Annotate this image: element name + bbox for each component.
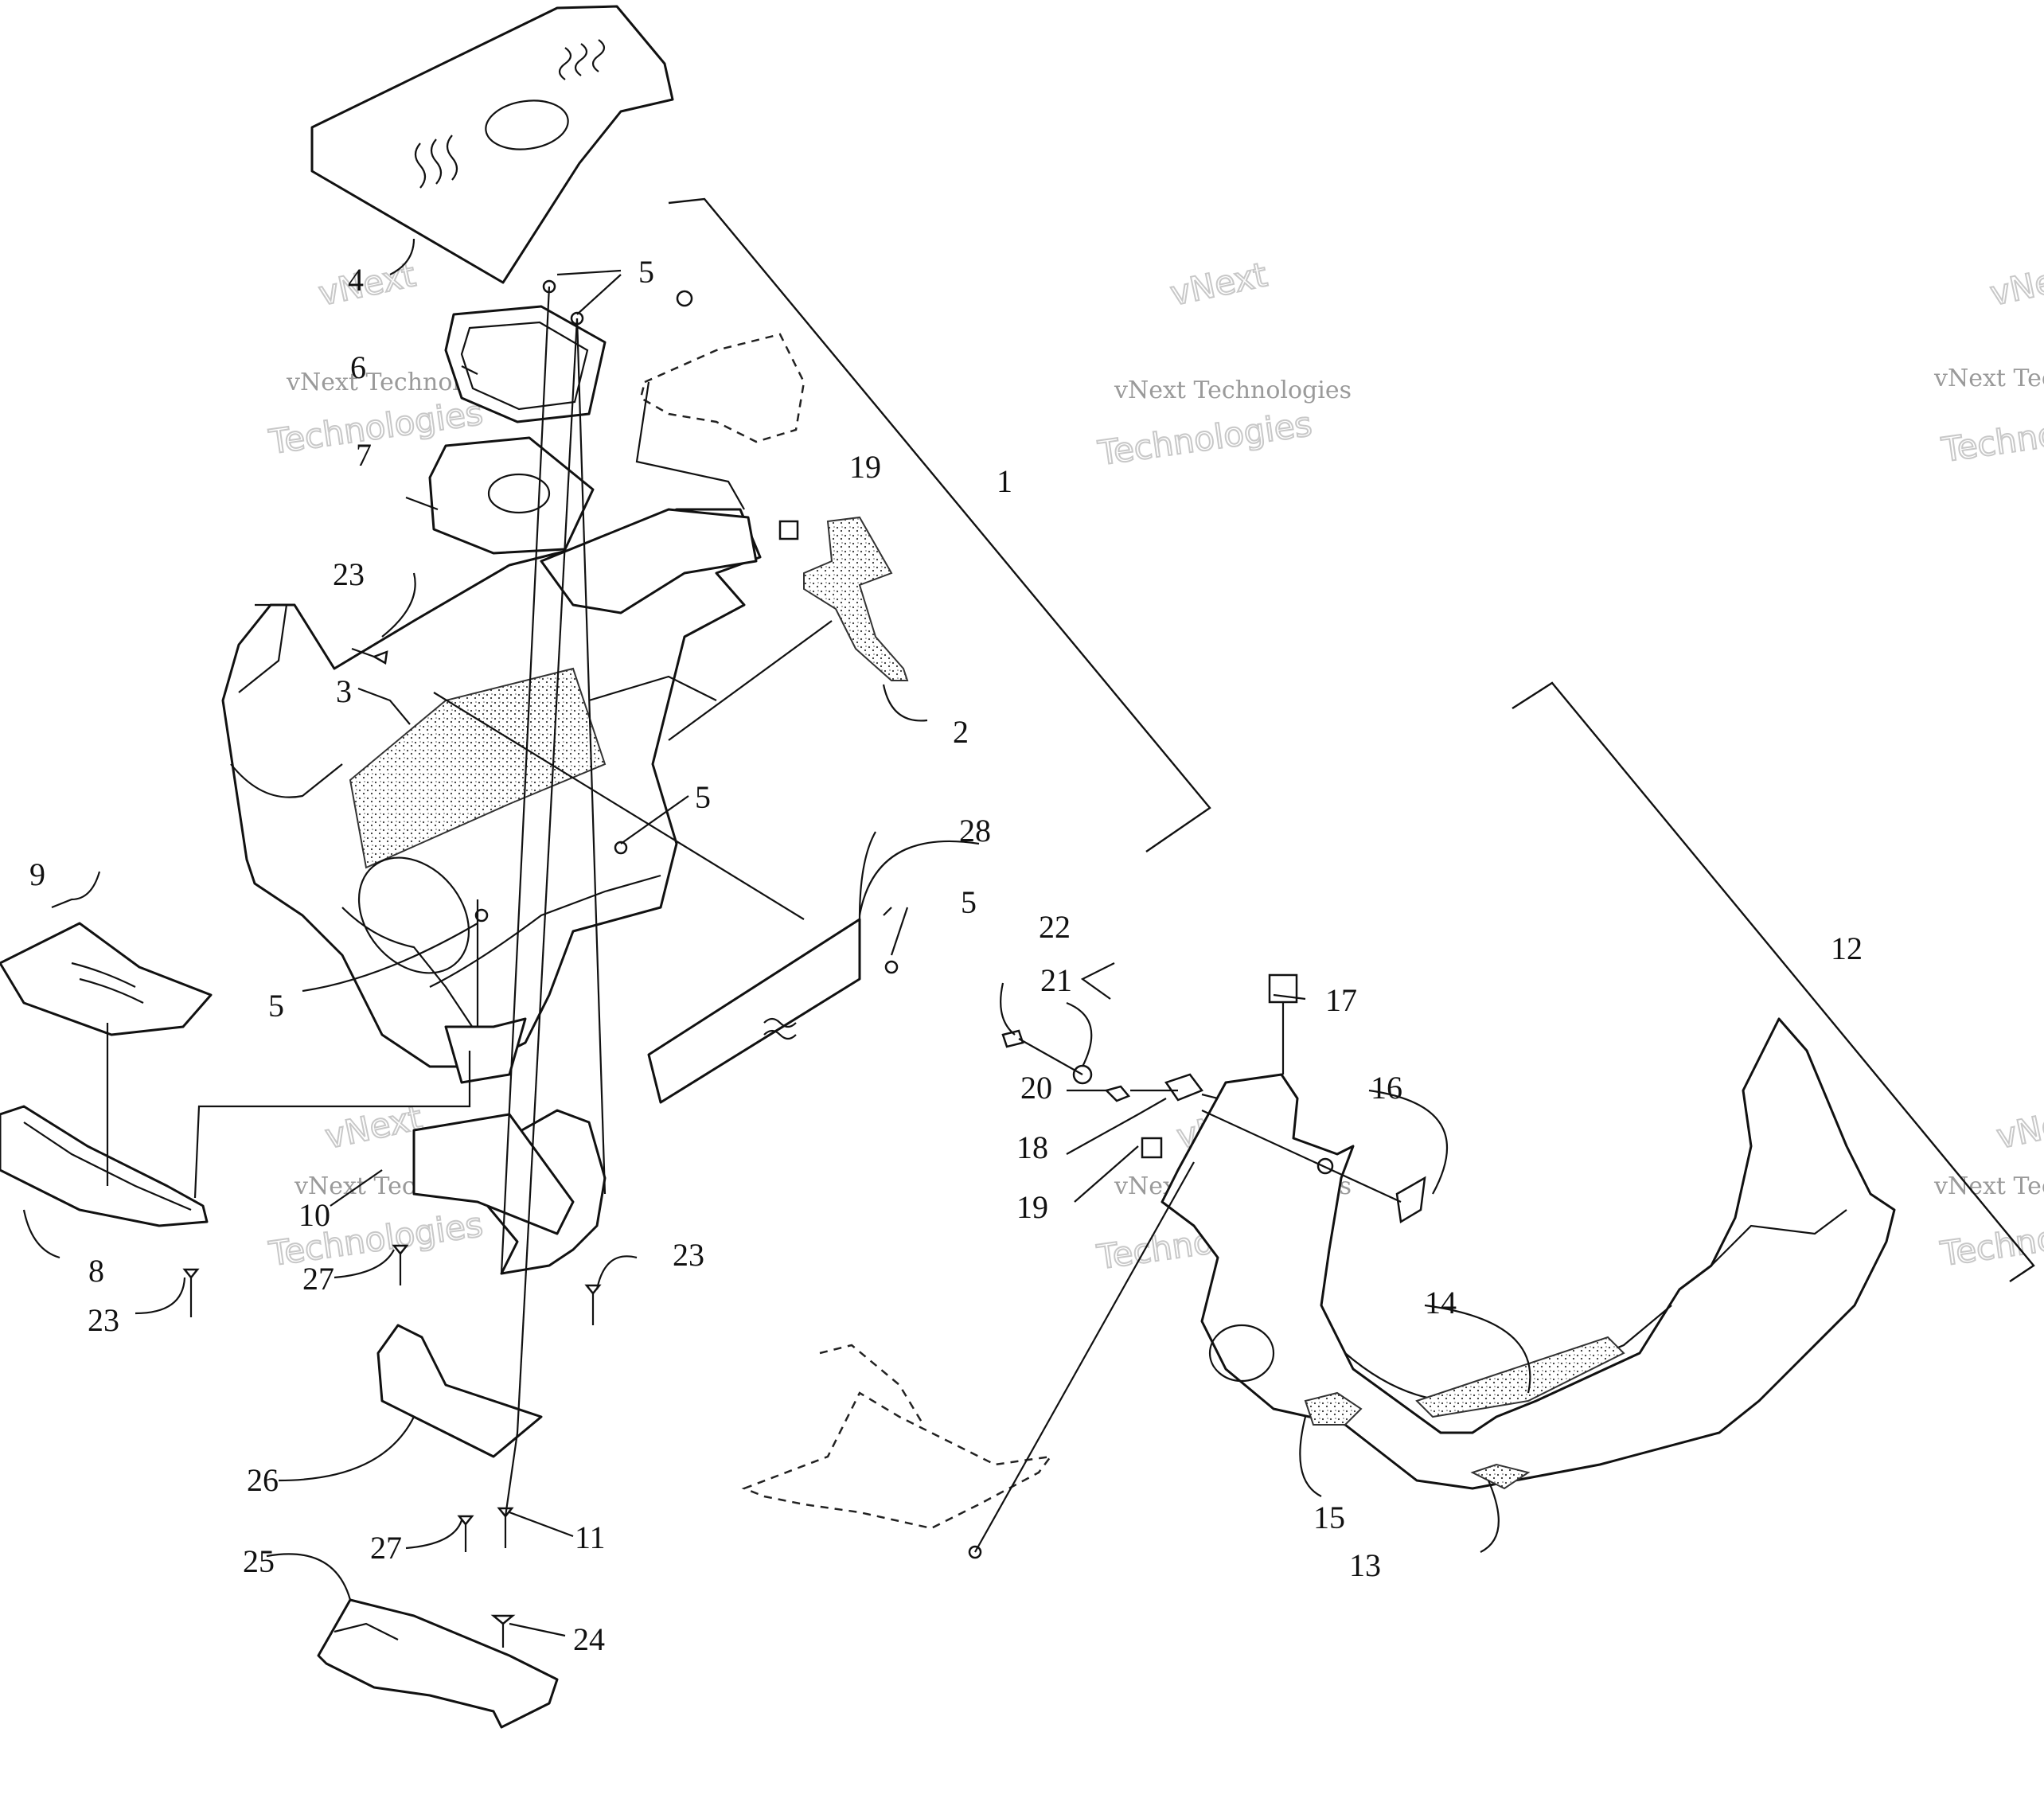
- callout-4: 4: [348, 262, 364, 298]
- part-9-pad: [0, 922, 213, 1036]
- watermark-name: vNext: [1167, 255, 1270, 313]
- washer-icon: [614, 841, 628, 855]
- clip-nut-icon: [1104, 1085, 1131, 1102]
- part-12-front-bumper: [1160, 1017, 1896, 1490]
- callout-25: 25: [243, 1543, 275, 1579]
- watermark-2: vNext vNext Technologies Technologies: [1094, 254, 1352, 474]
- callout-22: 22: [1039, 909, 1071, 945]
- watermark-name: vNext: [315, 255, 419, 313]
- rivet-icon: [182, 1268, 200, 1280]
- part-28-panel: [647, 918, 861, 1104]
- callout-26: 26: [247, 1462, 279, 1498]
- part-2-foam-block: [803, 516, 909, 681]
- callout-15: 15: [1313, 1500, 1345, 1535]
- callout-16: 16: [1371, 1070, 1402, 1106]
- screw-icon: [490, 1614, 516, 1625]
- bracket-assembly-1: [668, 197, 1211, 852]
- hinge-bracket: [639, 290, 806, 540]
- watermark-company: vNext Technologies: [1114, 376, 1352, 404]
- callout-19a: 19: [849, 449, 881, 485]
- part-26-mount-bracket: [376, 1324, 543, 1458]
- dashed-inner-bracket: [741, 1344, 1053, 1530]
- clip-nut-icon: [778, 520, 799, 540]
- assembly-lines: [106, 286, 1402, 1553]
- watermark-company: vNext Technologies: [1933, 1172, 2044, 1200]
- part-4-top-panel: [310, 5, 674, 284]
- callout-6: 6: [350, 349, 366, 385]
- washer-icon: [884, 960, 899, 974]
- rivet-icon: [584, 1284, 602, 1296]
- part-10-lower-bracket: [412, 1109, 607, 1275]
- callout-27a: 27: [302, 1261, 334, 1297]
- clip-nut-icon: [1268, 973, 1298, 1004]
- callout-23b: 23: [673, 1237, 704, 1273]
- watermark-company: vNext Technologies: [1933, 365, 2044, 392]
- callout-21: 21: [1040, 962, 1072, 998]
- callout-23c: 23: [88, 1302, 119, 1338]
- callout-9: 9: [29, 856, 45, 892]
- callout-7: 7: [356, 437, 372, 473]
- callout-8: 8: [88, 1253, 104, 1289]
- rivet-icon: [372, 650, 388, 665]
- callout-labels: 1 2 3 4 5 5 5 5 6 7 8 9 10 11 12 13 14 1…: [29, 254, 1863, 1657]
- clip-nut-icon: [1141, 1137, 1163, 1159]
- watermark-name: vNext: [1987, 255, 2044, 313]
- callout-5d: 5: [268, 988, 284, 1024]
- leader-lines: [22, 238, 1531, 1637]
- callout-5a: 5: [638, 254, 654, 290]
- callout-19b: 19: [1016, 1189, 1048, 1225]
- part-25-skid-plate: [317, 1598, 559, 1729]
- watermark-6: vNext vNext Technologies Technologies: [1933, 1097, 2044, 1274]
- callout-3: 3: [336, 673, 352, 709]
- washer-icon: [474, 908, 489, 923]
- callout-24: 24: [573, 1621, 605, 1657]
- rivet-icon: [457, 1515, 474, 1527]
- callout-20: 20: [1020, 1070, 1052, 1106]
- clip-nut-icon: [1395, 1176, 1426, 1224]
- callout-11: 11: [575, 1519, 606, 1555]
- callout-13: 13: [1349, 1547, 1381, 1583]
- part-3-main-console: [221, 508, 762, 1084]
- callout-2: 2: [953, 714, 969, 750]
- rivet-icon: [392, 1244, 409, 1256]
- clip-nut-icon: [1164, 1073, 1203, 1102]
- rivet-icon: [1317, 1157, 1334, 1175]
- hardware-group: [182, 279, 1426, 1648]
- callout-12: 12: [1831, 930, 1863, 966]
- watermark-word: Technologies: [1095, 404, 1314, 473]
- callout-23a: 23: [333, 556, 365, 592]
- callout-10: 10: [298, 1197, 330, 1233]
- callout-1: 1: [997, 463, 1012, 499]
- part-8-side-shroud: [0, 1105, 209, 1227]
- callout-5b: 5: [695, 779, 711, 815]
- callout-27b: 27: [370, 1530, 402, 1566]
- watermark-name: vNext: [1993, 1098, 2044, 1156]
- watermark-3: vNext vNext Technologies Technologies: [1933, 254, 2044, 470]
- part-7-mount-plate: [428, 436, 595, 555]
- bracket-assembly-12: [1512, 681, 2035, 1282]
- watermark-word: Technologies: [1939, 401, 2044, 470]
- callout-18: 18: [1016, 1129, 1048, 1165]
- screw-icon: [1001, 1029, 1024, 1048]
- callout-5c: 5: [961, 884, 977, 920]
- callout-17: 17: [1325, 982, 1357, 1018]
- callout-14: 14: [1425, 1285, 1457, 1320]
- callout-28: 28: [959, 813, 991, 848]
